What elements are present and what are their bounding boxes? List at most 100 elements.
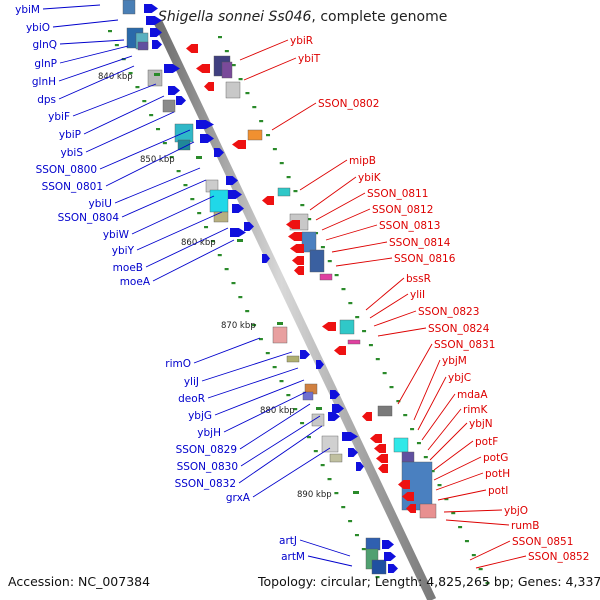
reverse-gene-arrow	[374, 444, 386, 453]
reverse-label-leader	[413, 359, 441, 421]
reverse-label-leader	[299, 159, 348, 191]
forward-gene-label: grxA	[226, 492, 251, 504]
forward-label-leader	[239, 403, 311, 450]
reverse-track-dash	[245, 92, 250, 95]
forward-track-dash	[231, 282, 236, 285]
feature-box	[122, 0, 136, 15]
reverse-gene-arrow	[232, 140, 246, 149]
feature-box	[401, 451, 415, 463]
reverse-gene-label: SSON_0814	[389, 237, 451, 249]
forward-gene-label: glnH	[32, 76, 56, 88]
reverse-track-dash	[368, 344, 373, 347]
reverse-gene-label: yliI	[410, 289, 425, 301]
reverse-gene-arrow	[196, 64, 210, 73]
reverse-gene-label: SSON_0811	[367, 188, 428, 200]
forward-gene-label: SSON_0830	[177, 461, 238, 473]
reverse-gene-label: SSON_0802	[318, 98, 379, 110]
feature-box	[347, 339, 361, 345]
reverse-track-dash	[458, 526, 463, 529]
reverse-label-leader	[421, 393, 456, 441]
forward-label-leader	[223, 391, 307, 433]
forward-track-dash	[217, 254, 222, 257]
reverse-label-leader	[437, 489, 487, 501]
forward-label-leader	[121, 179, 207, 218]
forward-gene-label: glnP	[34, 58, 57, 70]
forward-label-leader	[152, 239, 235, 282]
forward-track-dash	[149, 114, 154, 117]
feature-box	[286, 355, 300, 363]
forward-track-dash	[286, 394, 291, 397]
scale-tick	[237, 239, 243, 242]
feature-box	[213, 211, 229, 223]
forward-label-leader	[72, 83, 157, 117]
forward-track-dash	[327, 478, 332, 481]
forward-label-leader	[58, 65, 135, 100]
map-title: Shigella sonnei Ss046, complete genome	[158, 9, 447, 25]
forward-label-leader	[136, 211, 223, 251]
forward-label-leader	[238, 425, 323, 484]
forward-gene-arrow	[244, 222, 254, 231]
forward-gene-label: glnQ	[32, 39, 57, 51]
scale-label: 860 kbp	[181, 238, 216, 248]
forward-gene-arrow	[196, 120, 214, 129]
reverse-gene-arrow	[398, 480, 410, 489]
forward-track-dash	[300, 422, 305, 425]
forward-label-leader	[85, 111, 175, 153]
forward-track-dash	[169, 156, 174, 159]
forward-gene-label: ybiS	[61, 147, 84, 159]
feature-box	[365, 537, 381, 551]
forward-gene-label: ybjG	[188, 410, 212, 422]
forward-label-leader	[42, 4, 101, 10]
forward-label-leader	[114, 167, 201, 204]
forward-gene-label: artJ	[279, 535, 297, 547]
forward-gene-arrow	[144, 4, 158, 13]
forward-gene-label: SSON_0829	[176, 444, 237, 456]
reverse-track-dash	[286, 176, 291, 179]
forward-track-dash	[320, 464, 325, 467]
forward-gene-arrow	[214, 148, 224, 157]
forward-gene-label: dps	[37, 94, 56, 106]
reverse-gene-label: potF	[475, 436, 498, 448]
reverse-gene-label: potG	[483, 452, 508, 464]
gene-arrows	[144, 4, 416, 573]
reverse-label-leader	[475, 555, 527, 569]
reverse-gene-label: SSON_0851	[512, 536, 573, 548]
forward-gene-arrow	[342, 432, 358, 441]
feature-box	[419, 503, 437, 519]
reverse-gene-label: SSON_0823	[418, 306, 479, 318]
feature-box	[319, 273, 333, 281]
feature-box	[321, 435, 339, 453]
reverse-gene-arrow	[288, 232, 302, 241]
reverse-gene-label: SSON_0831	[434, 339, 495, 351]
forward-gene-arrow	[200, 134, 214, 143]
reverse-label-leader	[433, 440, 474, 471]
reverse-label-leader	[469, 540, 511, 561]
forward-track-dash	[354, 534, 359, 537]
scale-tick	[196, 156, 202, 159]
reverse-label-leader	[325, 224, 378, 241]
forward-label-leader	[52, 19, 119, 28]
forward-track-dash	[238, 296, 243, 299]
topology-text: Topology: circular; Length: 4,825,265 bp…	[258, 574, 600, 589]
reverse-gene-label: rimK	[463, 404, 488, 416]
reverse-tick-track	[218, 36, 490, 585]
reverse-track-dash	[307, 218, 312, 221]
scale-tick	[154, 73, 160, 76]
feature-box	[377, 405, 393, 417]
reverse-track-dash	[238, 78, 243, 81]
map-title-species: Shigella sonnei Ss046	[158, 9, 312, 25]
forward-gene-arrow	[230, 228, 246, 237]
forward-gene-label: SSON_0800	[36, 164, 97, 176]
forward-gene-arrow	[388, 564, 398, 573]
scale-tick	[316, 407, 322, 410]
reverse-label-leader	[377, 327, 427, 337]
reverse-label-leader	[315, 192, 366, 221]
reverse-label-leader	[397, 343, 433, 405]
reverse-gene-label: mipB	[349, 155, 376, 167]
reverse-label-leader	[331, 241, 388, 253]
reverse-label-leader	[433, 456, 482, 481]
forward-gene-label: deoR	[178, 393, 205, 405]
forward-gene-arrow	[226, 176, 238, 185]
reverse-label-leader	[239, 39, 289, 61]
reverse-track-dash	[375, 358, 380, 361]
